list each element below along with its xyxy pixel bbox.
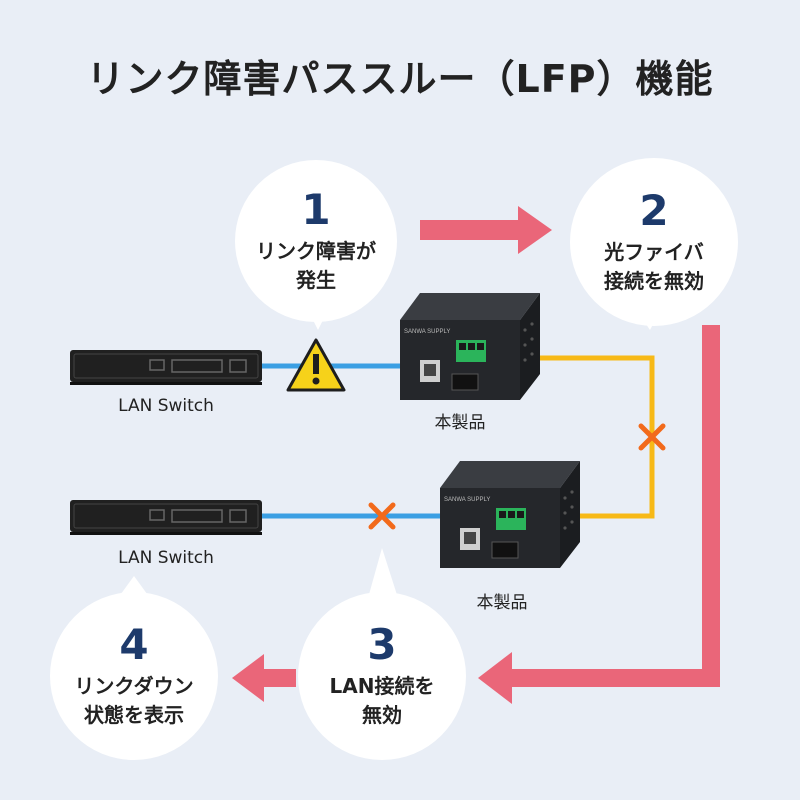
step-number: 2 — [639, 185, 669, 235]
step-bubble-1: 1 リンク障害が 発生 — [235, 160, 397, 322]
step-text-line1: リンク障害が — [256, 239, 376, 264]
step-text-line1: LAN接続を — [329, 674, 435, 699]
step-text-line2: 発生 — [296, 268, 336, 293]
cross-icon — [638, 423, 666, 451]
product-label-bottom: 本製品 — [476, 593, 528, 613]
step-number: 4 — [119, 619, 149, 669]
product-device-bottom — [440, 461, 580, 568]
product-brand-top: SANWA SUPPLY — [404, 329, 450, 335]
step-text-line1: 光ファイバ — [604, 240, 704, 265]
right-arrow-icon — [420, 206, 552, 254]
product-label-top: 本製品 — [434, 413, 486, 433]
step-text-line2: 接続を無効 — [604, 269, 704, 294]
lan-switch-label-top: LAN Switch — [118, 396, 214, 416]
page-title: リンク障害パススルー（LFP）機能 — [86, 57, 714, 101]
product-device-top — [400, 293, 540, 400]
cross-icon — [368, 502, 396, 530]
step-number: 3 — [367, 619, 397, 669]
down-left-arrow — [478, 325, 720, 704]
step-number: 1 — [301, 184, 331, 234]
lan-switch-bottom — [70, 500, 262, 535]
step-bubble-4: 4 リンクダウン 状態を表示 — [50, 592, 218, 760]
step-text-line2: 無効 — [362, 703, 402, 728]
left-arrow-icon — [232, 654, 296, 702]
step-text-line1: リンクダウン — [74, 674, 194, 699]
warning-icon — [286, 338, 346, 392]
bubble-tail-3 — [368, 548, 398, 598]
lan-switch-label-bottom: LAN Switch — [118, 548, 214, 568]
step-bubble-3: 3 LAN接続を 無効 — [298, 592, 466, 760]
product-brand-bottom: SANWA SUPPLY — [444, 497, 490, 503]
step-bubble-2: 2 光ファイバ 接続を無効 — [570, 158, 738, 326]
lan-switch-top — [70, 350, 262, 385]
step-text-line2: 状態を表示 — [84, 703, 184, 728]
